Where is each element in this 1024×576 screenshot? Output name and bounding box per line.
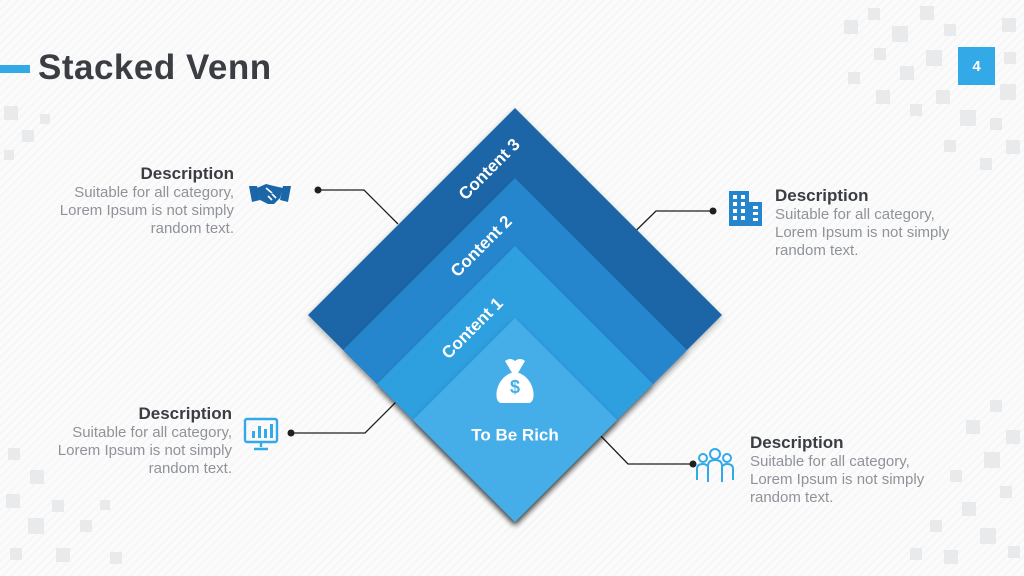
decor-square [28, 518, 44, 534]
description-bottom-right: Description Suitable for all category, L… [750, 433, 950, 507]
connector-dot [709, 207, 717, 215]
decor-square [4, 150, 14, 160]
decor-square [1008, 546, 1020, 558]
description-title: Description [138, 404, 232, 423]
decor-square [1006, 430, 1020, 444]
decor-square [80, 520, 92, 532]
decor-square [920, 6, 934, 20]
connector-dot [314, 186, 322, 194]
decor-square [950, 470, 962, 482]
money-bag-icon: $ [496, 359, 534, 403]
decor-square [100, 500, 110, 510]
decor-square [980, 528, 996, 544]
description-title: Description [775, 186, 869, 205]
decor-square [984, 452, 1000, 468]
svg-text:$: $ [510, 377, 520, 397]
decor-square [874, 48, 886, 60]
decor-square [1000, 84, 1016, 100]
decor-square [910, 104, 922, 116]
connector-dot [287, 429, 295, 437]
decor-square [876, 90, 890, 104]
decor-square [930, 520, 942, 532]
decor-square [944, 24, 956, 36]
connector-dot [689, 460, 697, 468]
decor-square [22, 130, 34, 142]
decor-square [980, 158, 992, 170]
description-text: Suitable for all category, Lorem Ipsum i… [775, 206, 950, 259]
handshake-icon [249, 184, 291, 204]
description-text: Suitable for all category, Lorem Ipsum i… [750, 453, 925, 506]
description-title: Description [140, 164, 234, 183]
decor-square [926, 50, 942, 66]
decor-square [990, 400, 1002, 412]
connector-line-bottom-left [291, 399, 399, 434]
description-top-left: Description Suitable for all category, L… [34, 164, 234, 238]
page-title: Stacked Venn [38, 48, 272, 87]
description-text: Suitable for all category, Lorem Ipsum i… [57, 424, 232, 477]
office-building-icon [729, 191, 762, 226]
decor-square [56, 548, 70, 562]
decor-square [110, 552, 122, 564]
decor-square [962, 502, 976, 516]
connector-line-bottom-right [594, 429, 693, 465]
team-icon [696, 448, 734, 482]
description-text: Suitable for all category, Lorem Ipsum i… [59, 184, 234, 237]
page-number-badge: 4 [958, 47, 995, 85]
presentation-board-icon [243, 417, 279, 451]
decor-square [40, 114, 50, 124]
decor-square [844, 20, 858, 34]
decor-square [892, 26, 908, 42]
description-title: Description [750, 433, 844, 452]
decor-square [30, 470, 44, 484]
decor-square [1006, 140, 1020, 154]
connector-line-top-left [318, 189, 399, 225]
decor-square [8, 448, 20, 460]
decor-square [910, 548, 922, 560]
decor-square [10, 548, 22, 560]
connector-dots [287, 186, 717, 468]
decor-square [936, 90, 950, 104]
decor-square [1000, 486, 1012, 498]
decor-square [1004, 52, 1016, 64]
decor-square [966, 420, 980, 434]
decor-square [848, 72, 860, 84]
decor-square [4, 106, 18, 120]
decor-square [868, 8, 880, 20]
center-label: To Be Rich [471, 425, 559, 444]
decor-square [960, 110, 976, 126]
decor-square [944, 140, 956, 152]
decor-square [1002, 18, 1016, 32]
decor-square [990, 118, 1002, 130]
description-top-right: Description Suitable for all category, L… [775, 186, 975, 260]
decor-square [900, 66, 914, 80]
title-accent-bar [0, 65, 30, 73]
description-bottom-left: Description Suitable for all category, L… [32, 404, 232, 478]
center-core [413, 318, 617, 522]
decor-square [944, 550, 958, 564]
decor-square [6, 494, 20, 508]
decor-square [52, 500, 64, 512]
